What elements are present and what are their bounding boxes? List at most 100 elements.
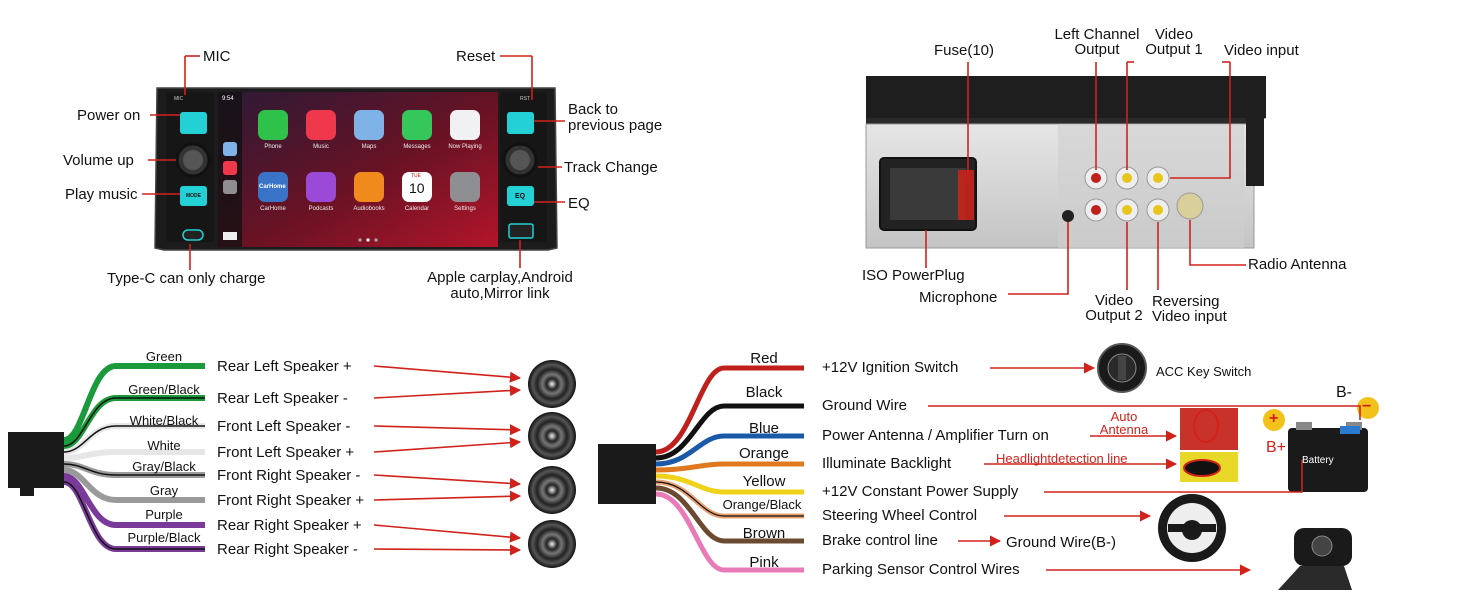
wire-color-label: White/Black (129, 413, 199, 428)
eq-label: EQ (568, 195, 590, 212)
wire (63, 467, 205, 503)
wire (655, 485, 804, 544)
app-label: Settings (454, 206, 476, 212)
app-icon[interactable] (450, 110, 480, 140)
rear-panel-device (865, 76, 1266, 249)
app-label: Maps (361, 144, 377, 150)
antenna-photo (1180, 408, 1238, 450)
wire-color-label: Pink (749, 554, 779, 571)
app-icon[interactable] (354, 110, 384, 140)
wire-function-label: Steering Wheel Control (822, 507, 978, 524)
wire (655, 491, 804, 573)
wire-function-label: Front Right Speaker - (217, 467, 361, 484)
wire-function-label: Power Antenna / Amplifier Turn on (822, 427, 1049, 444)
wire-color-label: Purple (145, 507, 183, 522)
auto-antenna-label: Auto Antenna (1099, 409, 1149, 437)
wire (655, 403, 804, 461)
app-label: CarHome (260, 206, 286, 212)
screen-time: 9:54 (222, 96, 234, 102)
app-icon[interactable] (258, 110, 288, 140)
microphone-label: Microphone (919, 289, 998, 306)
wire (63, 449, 205, 461)
battery-icon (1263, 397, 1379, 492)
app-label: Now Playing (448, 144, 482, 150)
wire-color-label: Green (145, 349, 183, 364)
calendar-date: 10 (409, 180, 425, 196)
wire-stripe (655, 481, 804, 517)
mode-button[interactable]: MODE (186, 193, 201, 199)
app-label: Audiobooks (353, 206, 385, 212)
wire-color-label: White (147, 438, 181, 453)
head-unit-callouts (142, 55, 565, 270)
app-icon[interactable] (354, 172, 384, 202)
acc-key-switch-label: ACC Key Switch (1156, 364, 1252, 379)
wire-function-label: +12V Constant Power Supply (822, 483, 1019, 500)
wire-function-label: Rear Right Speaker - (217, 541, 358, 558)
speaker-arrow (373, 424, 522, 436)
steering-wheel-icon (1158, 494, 1226, 562)
app-label: Messages (403, 144, 431, 150)
reset-label: Reset (456, 48, 496, 65)
speaker-arrow (373, 524, 522, 543)
wire-color-label: Black (745, 384, 783, 401)
carhome-text: CarHome (259, 184, 286, 190)
video-input-label: Video input (1224, 42, 1299, 59)
wire-function-label: Front Left Speaker + (217, 444, 355, 461)
wire-color-label: Green/Black (128, 382, 200, 397)
wire-function-label: Rear Left Speaker + (217, 358, 352, 375)
app-icon[interactable] (402, 172, 432, 202)
minus-sign: − (1362, 398, 1372, 415)
reversing-video-label: Reversing Video input (1152, 293, 1227, 325)
track-change-label: Track Change (564, 159, 658, 176)
wire-color-label: Purple/Black (127, 530, 201, 545)
eq-button[interactable]: EQ (515, 193, 526, 200)
wire-stripe (63, 481, 205, 550)
app-label: Phone (264, 144, 282, 150)
b-plus-label: B+ (1266, 439, 1287, 456)
volume-up-label: Volume up (63, 152, 134, 169)
app-label: Podcasts (308, 206, 334, 212)
wire (655, 365, 804, 455)
rst-tag: RST (520, 96, 530, 102)
speaker-arrow (373, 437, 522, 453)
wire-function-label: Front Left Speaker - (217, 418, 351, 435)
wire-stripe (63, 397, 205, 447)
wire-function-label: +12V Ignition Switch (822, 359, 959, 376)
rear-panel-callouts (925, 61, 1246, 295)
wire (655, 473, 804, 495)
wire (655, 461, 804, 473)
wire-function-label: Brake control line (822, 532, 938, 549)
speaker-connector (8, 432, 64, 496)
wire-color-label: Gray/Black (132, 459, 196, 474)
wire-color-label: Orange (738, 445, 790, 462)
battery-label: Battery (1302, 455, 1334, 466)
speaker-arrow (373, 384, 522, 399)
reversing-camera-icon (1278, 528, 1352, 590)
power-on-label: Power on (77, 107, 141, 124)
wire-color-label: Red (750, 350, 778, 367)
wire-stripe (63, 463, 205, 476)
wire-function-label: Rear Left Speaker - (217, 390, 348, 407)
wire (63, 473, 205, 528)
radio-antenna-label: Radio Antenna (1248, 256, 1347, 273)
speaker-icons (528, 360, 576, 568)
wire-color-label: Gray (149, 483, 179, 498)
play-music-label: Play music (65, 186, 138, 203)
power-callouts (928, 362, 1361, 576)
app-label: Music (313, 144, 329, 150)
b-minus-label: B- (1336, 384, 1352, 401)
app-icon[interactable] (258, 172, 288, 202)
wire (63, 363, 205, 443)
plus-sign: + (1269, 410, 1279, 427)
headlight-photo (1180, 452, 1238, 482)
wire-stripe (63, 425, 205, 453)
app-icon[interactable] (402, 110, 432, 140)
mic-label: MIC (203, 48, 231, 65)
speaker-arrow (373, 490, 522, 502)
app-icon[interactable] (306, 110, 336, 140)
carplay-label: Apple carplay,Android auto,Mirror link (427, 269, 573, 302)
calendar-day: TUE (411, 173, 421, 179)
video-output-1-label: Video Output 1 (1145, 26, 1203, 58)
app-icon[interactable] (306, 172, 336, 202)
app-icon[interactable] (450, 172, 480, 202)
